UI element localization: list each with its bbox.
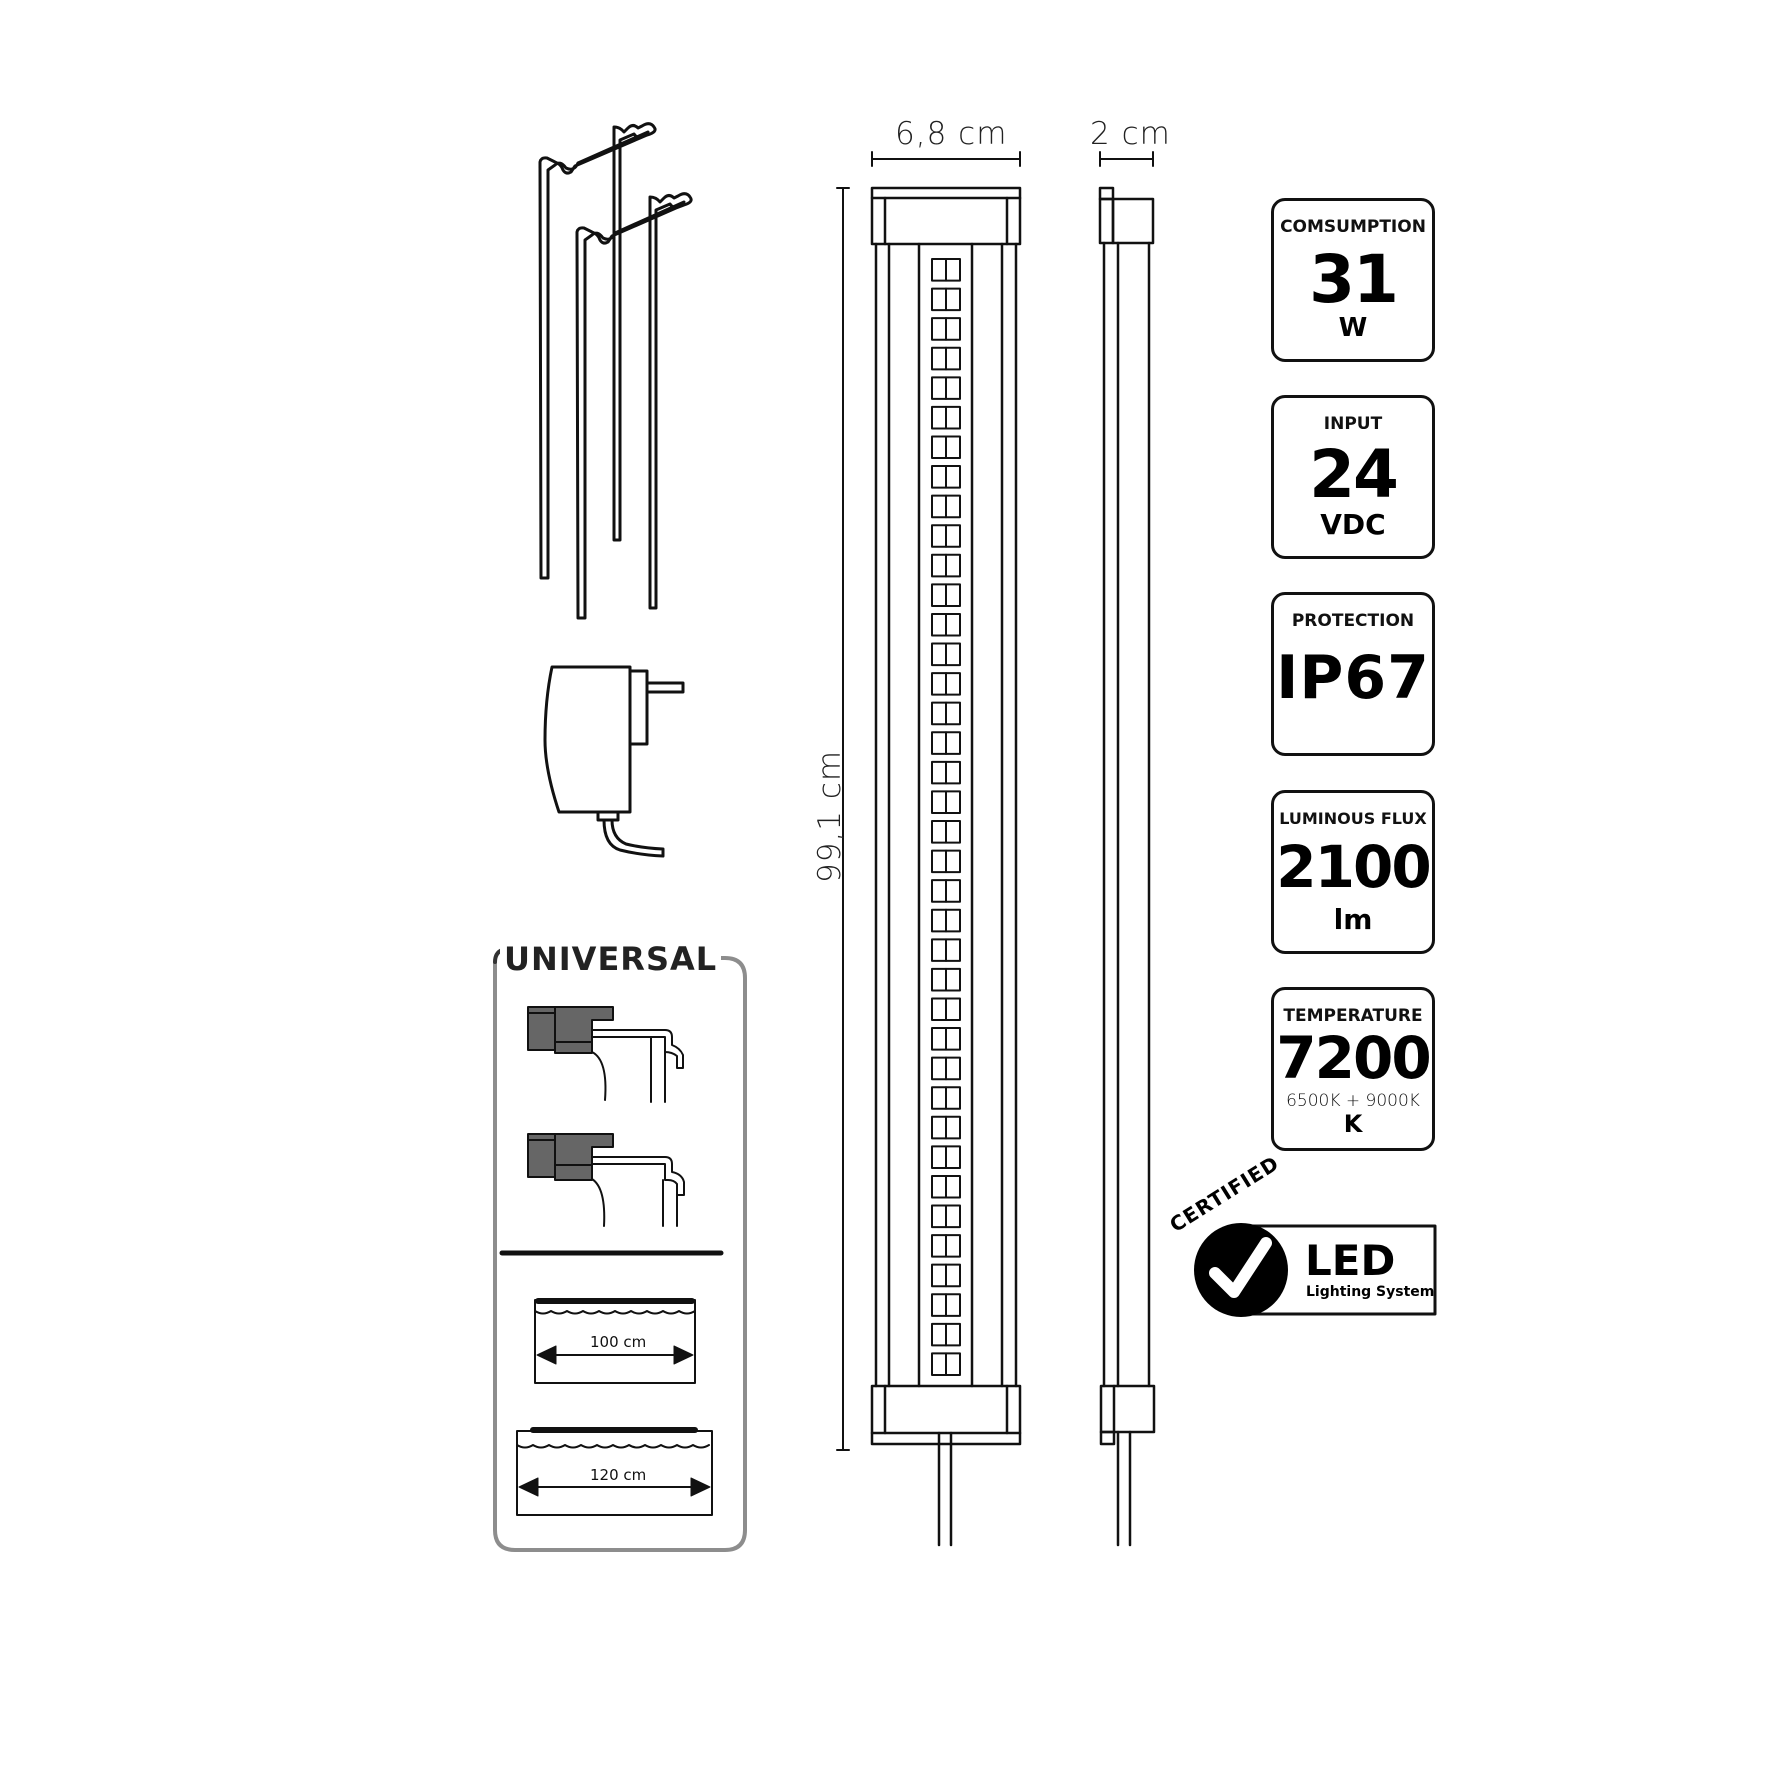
mount-diagram-rim (527, 1006, 684, 1103)
spec-value: 24 (1309, 436, 1399, 513)
tank-120cm-icon (516, 1427, 713, 1516)
spec-sub-value: 6500K + 9000K (1286, 1091, 1420, 1111)
spec-unit: VDC (1320, 508, 1386, 541)
spec-label: PROTECTION (1291, 611, 1415, 631)
spec-protection: PROTECTION IP67 (1271, 592, 1435, 756)
spec-value: 2100 (1276, 833, 1431, 901)
certified-led-subtitle: Lighting System (1306, 1284, 1435, 1300)
spec-unit: W (1338, 313, 1368, 343)
spec-label: COMSUMPTION (1280, 217, 1426, 237)
length-dimension-label: 99,1 cm (812, 749, 848, 883)
spec-label: TEMPERATURE (1283, 1006, 1423, 1026)
tank-100cm-icon (534, 1298, 696, 1384)
tank-size-label: 120 cm (588, 1466, 649, 1484)
tank-size-label: 100 cm (588, 1333, 649, 1351)
certified-led-badge (1194, 1223, 1437, 1317)
led-bar-side-view (1098, 186, 1156, 1547)
wire-bracket-icon (538, 122, 693, 620)
spec-value: IP67 (1276, 643, 1430, 713)
mount-diagram-frameless (527, 1133, 685, 1227)
width-dimension-label: 6,8 cm (895, 116, 1008, 152)
certified-led-title: LED (1305, 1236, 1396, 1285)
spec-consumption: COMSUMPTION 31 W (1271, 198, 1435, 362)
spec-label: INPUT (1323, 414, 1383, 434)
spec-value: 7200 (1276, 1024, 1431, 1092)
width-dimension-line (871, 151, 1021, 167)
led-array (931, 258, 961, 1376)
spec-input: INPUT 24 VDC (1271, 395, 1435, 559)
spec-luminous-flux: LUMINOUS FLUX 2100 lm (1271, 790, 1435, 954)
spec-unit: lm (1333, 903, 1373, 936)
checkmark-icon (1194, 1223, 1288, 1317)
universal-title: UNIVERSAL (500, 940, 722, 978)
spec-unit: K (1343, 1110, 1363, 1138)
spec-label: LUMINOUS FLUX (1279, 809, 1427, 828)
power-adapter-icon (543, 665, 685, 858)
spec-temperature: TEMPERATURE 7200 6500K + 9000K K (1271, 987, 1435, 1151)
depth-dimension-line (1099, 151, 1154, 167)
led-bar-front-view (870, 186, 1022, 1547)
universal-panel-frame (493, 956, 747, 1552)
spec-value: 31 (1309, 241, 1399, 318)
length-dimension-line (836, 187, 850, 1451)
depth-dimension-label: 2 cm (1090, 116, 1171, 152)
